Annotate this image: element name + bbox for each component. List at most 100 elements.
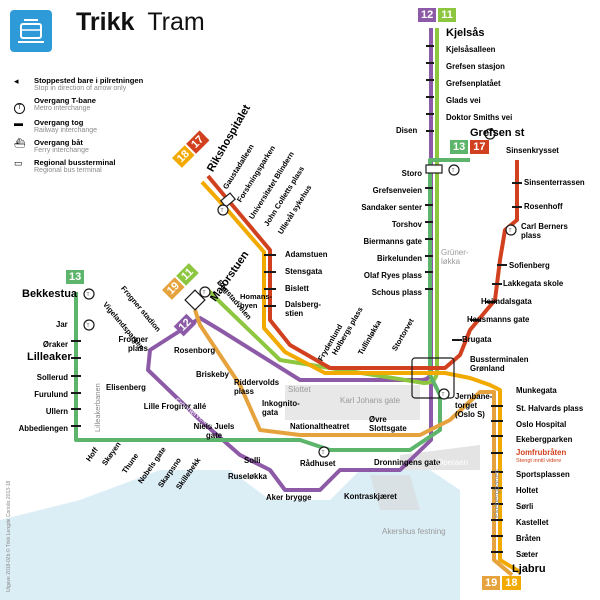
- stop-niels-juels[interactable]: Niels Juels gate: [193, 422, 235, 440]
- stop-rosenborg[interactable]: Rosenborg: [174, 346, 216, 355]
- area-karl-johan: Karl Johans gate: [340, 396, 401, 405]
- stop-label[interactable]: Kjelsåsalleen: [446, 45, 496, 54]
- svg-text:T: T: [87, 292, 90, 298]
- metro-icon: [484, 128, 496, 140]
- stop-label[interactable]: Oslo Hospital: [516, 419, 567, 429]
- badges-grefsen: 13 17: [450, 140, 489, 154]
- stop-ovre-slottsgate[interactable]: Øvre Slottsgate: [369, 415, 407, 433]
- metro-icon: [83, 288, 95, 300]
- legend-sub: Regional bus terminal: [34, 167, 102, 174]
- stop-brugata[interactable]: Brugata: [462, 335, 492, 344]
- stop-briskeby[interactable]: Briskeby: [196, 370, 229, 379]
- stop-label[interactable]: Glads vei: [446, 96, 481, 105]
- line-badge-17: 17: [470, 140, 489, 154]
- stop-label[interactable]: Schous plass: [371, 288, 422, 297]
- stop-solli[interactable]: Solli: [244, 456, 261, 465]
- stop-carl-berners[interactable]: Carl Berners plass: [521, 222, 568, 240]
- stop-radhuset[interactable]: Rådhuset: [300, 459, 336, 468]
- stop-label[interactable]: Sæter: [516, 550, 539, 559]
- stop-ticks: [71, 45, 522, 553]
- stop-inkognito[interactable]: Inkognito-gata: [262, 399, 300, 417]
- terminal-bekkestua[interactable]: Bekkestua: [22, 288, 78, 300]
- stop-adamstuen[interactable]: Adamstuen: [285, 250, 328, 259]
- stop-label[interactable]: Grefsen stasjon: [446, 62, 505, 71]
- stop-label[interactable]: Olaf Ryes plass: [363, 271, 422, 280]
- area-drammensveien: Drammensveien: [139, 430, 194, 439]
- stop-frogner-plass[interactable]: Frogner plass: [118, 335, 148, 353]
- line-17: [206, 160, 519, 370]
- stop-label[interactable]: Birkelunden: [376, 254, 422, 263]
- stop-label[interactable]: Storo: [401, 169, 422, 178]
- stop-lakkegata[interactable]: Lakkegata skole: [503, 279, 564, 288]
- terminal-grefsen[interactable]: Grefsen st: [470, 127, 525, 139]
- stop-aker-brygge[interactable]: Aker brygge: [266, 493, 312, 502]
- terminal-kjelsas[interactable]: Kjelsås: [446, 27, 485, 39]
- title-primary: Trikk: [76, 8, 135, 36]
- terminal-ljabru[interactable]: Ljabru: [512, 563, 546, 575]
- stop-kontraskjaeret[interactable]: Kontraskjæret: [344, 492, 397, 501]
- stop-label[interactable]: Grefsenplatået: [446, 79, 501, 88]
- stop-label[interactable]: Øraker: [42, 340, 68, 349]
- stop-label[interactable]: Furulund: [34, 390, 68, 399]
- stop-label[interactable]: Grefsenveien: [372, 186, 422, 195]
- svg-text:T: T: [488, 132, 491, 138]
- arrow-stop-icon: ◂: [14, 76, 19, 86]
- terminal-lilleaker[interactable]: Lilleaker: [27, 351, 72, 363]
- legend-sub: Stop in direction of arrow only: [34, 85, 127, 92]
- stop-riddervolds[interactable]: Riddervolds plass: [234, 378, 280, 396]
- stop-label: Jomfrubråten: [516, 448, 567, 457]
- stop-hausmanns[interactable]: Hausmanns gate: [467, 315, 530, 324]
- line-badge-19: 19: [482, 576, 501, 590]
- stop-dronningens[interactable]: Dronningens gate: [374, 458, 441, 467]
- stop-jomfrubraten[interactable]: Jomfrubråten Stengt inntil videre: [516, 449, 566, 465]
- stop-ruselokka[interactable]: Ruseløkka: [228, 472, 268, 481]
- stop-label[interactable]: Bråten: [516, 534, 541, 543]
- stop-label[interactable]: Kastellet: [516, 518, 549, 527]
- stop-label[interactable]: Sollerud: [36, 373, 68, 382]
- stop-munkegata[interactable]: Munkegata: [516, 386, 557, 395]
- stop-label[interactable]: St. Halvards plass: [516, 404, 584, 413]
- stop-jernbanetorget[interactable]: Jernbane-torget (Oslo S): [455, 392, 493, 419]
- svg-text:T: T: [221, 208, 224, 214]
- stop-lille-frogner[interactable]: Lille Frogner allé: [143, 402, 207, 411]
- stop-label[interactable]: Sandaker senter: [361, 203, 422, 212]
- stop-label[interactable]: Torshov: [391, 220, 422, 229]
- metro-icon: [217, 204, 229, 216]
- stop-sofienberg[interactable]: Sofienberg: [509, 261, 550, 270]
- stop-label[interactable]: Sportsplassen: [516, 470, 570, 479]
- stop-nationaltheatret[interactable]: Nationaltheatret: [290, 422, 350, 431]
- title-secondary: Tram: [147, 8, 205, 36]
- metro-interchanges: [83, 128, 517, 458]
- stop-stensgata[interactable]: Stensgata: [285, 267, 323, 276]
- stop-label[interactable]: Biermanns gate: [363, 237, 423, 246]
- stop-rosenhoff[interactable]: Rosenhoff: [524, 202, 563, 211]
- stop-dalsberg[interactable]: Dalsberg-stien: [285, 300, 321, 318]
- stop-label[interactable]: Holtet: [516, 486, 539, 495]
- stop-label[interactable]: Ullern: [45, 407, 68, 416]
- svg-text:T: T: [203, 290, 206, 296]
- stop-sinsenkrysset[interactable]: Sinsenkrysset: [506, 146, 559, 155]
- stop-label[interactable]: Abbediengen: [18, 424, 68, 433]
- legend-sub: Railway interchange: [34, 127, 98, 134]
- ferry-icon: ⛴: [14, 138, 26, 148]
- line-badge-11: 11: [438, 8, 456, 22]
- stop-sinsenterrassen[interactable]: Sinsenterrassen: [524, 178, 585, 187]
- stop-homansbyen[interactable]: Homans-byen: [240, 292, 273, 310]
- stop-elisenberg[interactable]: Elisenberg: [106, 383, 146, 392]
- stop-disen[interactable]: Disen: [396, 126, 418, 135]
- svg-text:T: T: [87, 323, 90, 329]
- stop-bislett[interactable]: Bislett: [285, 284, 309, 293]
- stop-label[interactable]: Sørli: [516, 502, 534, 511]
- stop-list-ljabru: St. Halvards plass Oslo Hospital Ekeberg…: [516, 401, 583, 448]
- legend-label: Overgang T-bane: [34, 96, 97, 105]
- line-19: [193, 309, 514, 577]
- stop-heimdalsgata[interactable]: Heimdalsgata: [481, 297, 532, 306]
- area-slottet: Slottet: [288, 385, 311, 394]
- stop-label[interactable]: Ekebergparken: [516, 435, 573, 444]
- stop-label[interactable]: Doktor Smiths vei: [446, 113, 513, 122]
- stop-jar[interactable]: Jar: [56, 320, 68, 329]
- stop-bussterminalen[interactable]: Bussterminalen Grønland: [470, 355, 529, 373]
